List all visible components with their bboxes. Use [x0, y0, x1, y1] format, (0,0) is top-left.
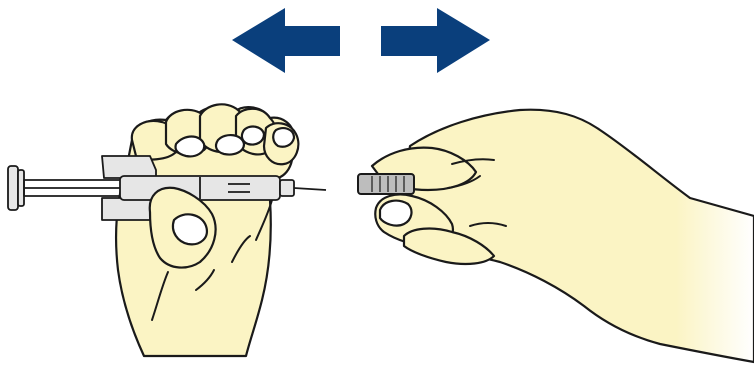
left-hand-crease-4 [195, 269, 215, 291]
left-hand-nail-1 [174, 135, 206, 158]
arrow-left-icon [232, 8, 340, 73]
left-hand-crease-3 [151, 271, 169, 321]
needle-cap [357, 173, 415, 195]
right-hand-crease-3 [469, 222, 507, 227]
left-thumb-nail [171, 213, 208, 246]
left-hand-nail-4 [272, 127, 296, 148]
left-hand-nail-3 [240, 125, 266, 146]
right-hand [357, 108, 754, 364]
left-hand-crease-2 [231, 235, 251, 263]
right-hand-crease-2 [451, 158, 495, 165]
left-hand-crease-1 [255, 199, 273, 241]
finger-flange-top [101, 155, 157, 179]
finger-flange-bottom [101, 197, 157, 221]
left-hand-nail-2 [214, 134, 246, 156]
direction-arrows [232, 8, 490, 73]
arrow-right-icon [381, 8, 490, 73]
needle-hub [279, 179, 295, 197]
needle [293, 187, 327, 191]
right-curled-fingers [402, 227, 496, 266]
left-hand-thumb [148, 186, 217, 269]
right-hand-crease-1 [447, 175, 481, 189]
right-thumb-nail [378, 199, 413, 227]
plunger-thumb-pad [7, 165, 19, 211]
